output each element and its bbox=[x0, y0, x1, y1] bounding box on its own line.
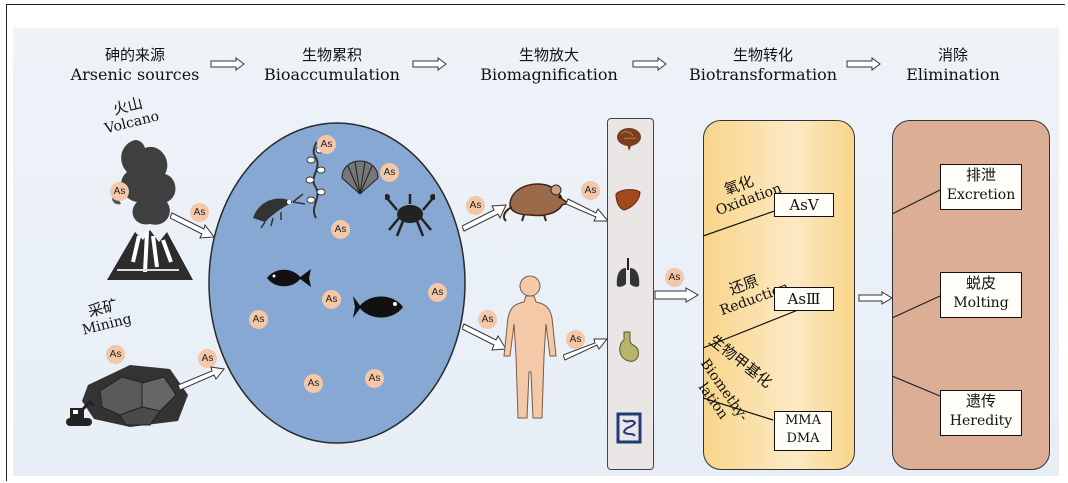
fish-icon bbox=[263, 265, 313, 291]
stage-zh: 生物转化 bbox=[688, 46, 838, 65]
product-mma: MMA bbox=[775, 412, 831, 430]
as-marker: As bbox=[249, 310, 268, 329]
heredity-en: Heredity bbox=[941, 411, 1021, 431]
as-marker: As bbox=[322, 290, 341, 309]
liver-icon bbox=[614, 188, 642, 212]
stage-en: Elimination bbox=[898, 65, 1008, 84]
stage-arsenic-sources: 砷的来源 Arsenic sources bbox=[70, 46, 200, 84]
elimination-excretion: 排泄 Excretion bbox=[940, 164, 1022, 210]
fish-icon bbox=[353, 290, 411, 324]
molting-zh: 蜕皮 bbox=[941, 273, 1021, 293]
stomach-icon bbox=[616, 330, 642, 366]
shell-icon bbox=[340, 160, 380, 196]
stage-zh: 生物累积 bbox=[262, 46, 402, 65]
pond bbox=[205, 118, 470, 448]
intestine-icon bbox=[614, 408, 644, 448]
lungs-icon bbox=[614, 256, 642, 290]
product-mma-dma: MMA DMA bbox=[774, 411, 832, 451]
as-marker: As bbox=[478, 310, 497, 329]
as-marker: As bbox=[380, 163, 399, 182]
as-marker: As bbox=[581, 181, 600, 200]
excretion-en: Excretion bbox=[941, 185, 1021, 205]
stage-en: Arsenic sources bbox=[70, 65, 200, 84]
stage-zh: 砷的来源 bbox=[70, 46, 200, 65]
as-marker: As bbox=[428, 283, 447, 302]
as-marker: As bbox=[317, 135, 336, 154]
as-marker: As bbox=[110, 182, 129, 201]
brain-icon bbox=[615, 126, 643, 152]
stage-en: Biomagnification bbox=[474, 65, 624, 84]
heredity-zh: 遗传 bbox=[941, 391, 1021, 411]
elimination-heredity: 遗传 Heredity bbox=[940, 390, 1022, 436]
rat-icon bbox=[500, 175, 570, 223]
molting-en: Molting bbox=[941, 293, 1021, 313]
excretion-zh: 排泄 bbox=[941, 165, 1021, 185]
stage-biomagnification: 生物放大 Biomagnification bbox=[474, 46, 624, 84]
stage-bioaccumulation: 生物累积 Bioaccumulation bbox=[262, 46, 402, 84]
excavator-icon bbox=[62, 398, 96, 428]
arrow-organs-to-biotransformation bbox=[654, 286, 700, 304]
stage-en: Biotransformation bbox=[688, 65, 838, 84]
as-marker: As bbox=[466, 196, 485, 215]
stage-zh: 消除 bbox=[898, 46, 1008, 65]
as-marker: As bbox=[365, 369, 384, 388]
product-dma: DMA bbox=[775, 430, 831, 448]
as-marker: As bbox=[665, 268, 684, 287]
elimination-molting: 蜕皮 Molting bbox=[940, 272, 1022, 318]
header-arrow-2 bbox=[412, 56, 448, 72]
stage-en: Bioaccumulation bbox=[262, 65, 402, 84]
shrimp-icon bbox=[245, 190, 305, 230]
header-arrow-1 bbox=[210, 56, 246, 72]
as-marker: As bbox=[331, 220, 350, 239]
human-icon bbox=[500, 272, 560, 424]
as-marker: As bbox=[304, 374, 323, 393]
crab-icon bbox=[385, 190, 435, 238]
stage-biotransformation: 生物转化 Biotransformation bbox=[688, 46, 838, 84]
as-marker: As bbox=[566, 330, 585, 349]
header-arrow-4 bbox=[846, 56, 882, 72]
arrow-biotransformation-to-elimination bbox=[858, 290, 894, 306]
stage-zh: 生物放大 bbox=[474, 46, 624, 65]
stage-elimination: 消除 Elimination bbox=[898, 46, 1008, 84]
product-as-v: AsⅤ bbox=[774, 193, 834, 217]
product-as-iii: AsⅢ bbox=[774, 287, 834, 311]
header-arrow-3 bbox=[632, 56, 668, 72]
